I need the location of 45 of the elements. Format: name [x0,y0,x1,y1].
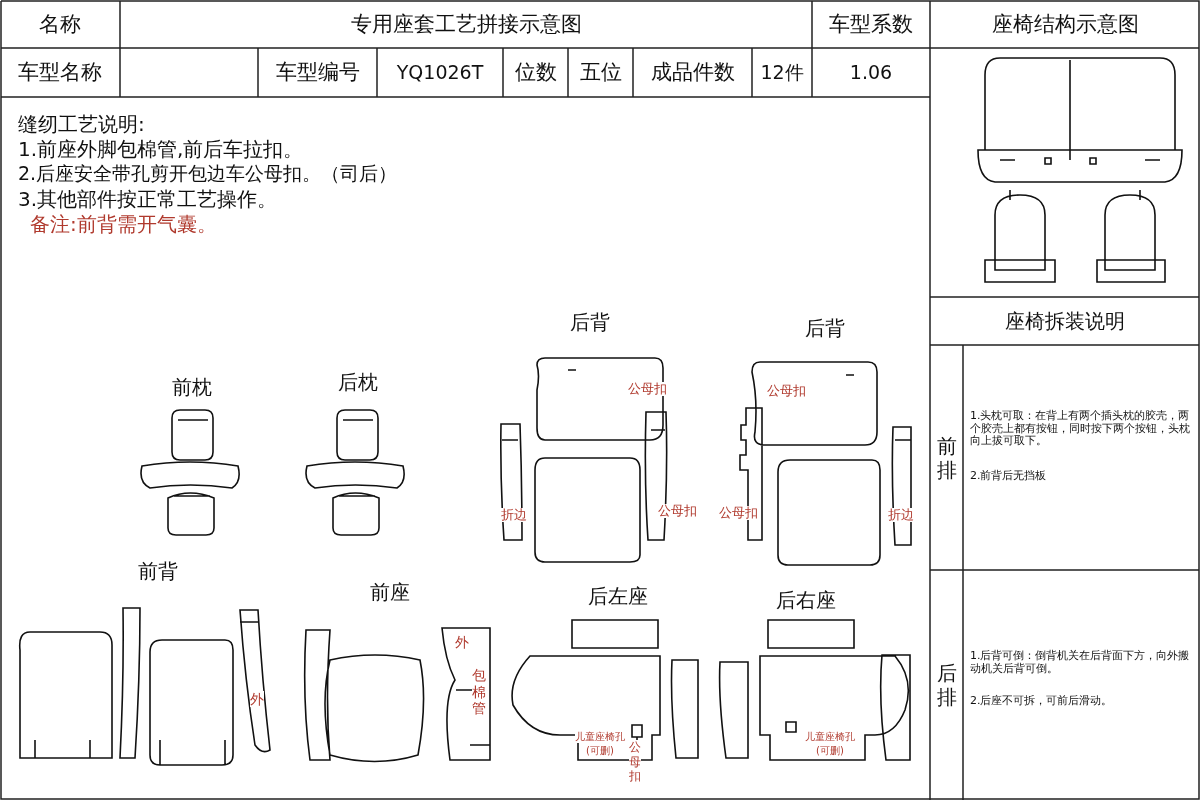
row-label: 前排 [936,433,957,482]
field-label: 车型编号 [275,60,360,85]
piece-note: 公母扣 [766,383,806,399]
instruction-text: 1.前座外脚包棉管,前后车拉扣。 [18,137,304,161]
field-value: 12件 [760,61,804,84]
field-value: 1.06 [849,61,893,84]
field-value: 五位 [579,60,622,85]
piece-note: 折边 [501,507,527,523]
row-label: 后排 [936,661,957,709]
field-label: 位数 [514,60,557,85]
field-label: 成品件数 [650,60,735,85]
instruction-text: 1.后背可倒：倒背机关在后背面下方，向外搬动机关后背可倒。 [970,649,1190,675]
field-value: YQ1026T [396,61,484,84]
piece-note: (可删) [586,744,614,757]
instruction-text: 2.后座安全带孔剪开包边车公母扣。（司后） [18,162,398,184]
column-header: 名称 [39,11,81,37]
piece-label: 后左座 [588,584,648,608]
piece-label: 前座 [370,580,410,604]
piece-note: (可删) [816,744,844,757]
piece-note: 外 [250,690,264,708]
piece-note: 包棉管 [472,666,486,718]
piece-note: 折边 [888,507,914,523]
piece-note: 公母扣 [629,740,641,784]
panel-heading: 座椅结构示意图 [991,11,1139,37]
piece-note: 公母扣 [657,503,697,519]
piece-note: 外 [455,633,469,651]
piece-note: 儿童座椅孔 [575,731,625,743]
instruction-text: 2.后座不可拆，可前后滑动。 [970,694,1113,707]
note-heading: 缝纫工艺说明: [18,112,145,136]
piece-label: 后枕 [338,370,378,394]
instruction-text: 1.头枕可取：在背上有两个插头枕的胶壳，两个胶壳上都有按钮，同时按下两个按钮，头枕向上拔可取下。 [970,409,1190,448]
piece-label: 后背 [570,310,610,334]
instruction-text: 3.其他部件按正常工艺操作。 [18,187,278,211]
piece-note: 公母扣 [718,505,758,521]
piece-label: 前枕 [172,375,212,399]
piece-label: 前背 [138,559,178,583]
column-header: 车型系数 [829,11,913,37]
piece-note: 儿童座椅孔 [805,731,855,743]
panel-heading: 座椅拆装说明 [1005,309,1125,333]
piece-label: 后背 [805,316,845,340]
sheet-title: 专用座套工艺拼接示意图 [350,11,582,37]
piece-label: 后右座 [776,588,836,612]
instruction-text: 2.前背后无挡板 [970,469,1047,482]
piece-note: 公母扣 [627,381,667,397]
field-label: 车型名称 [18,60,102,85]
